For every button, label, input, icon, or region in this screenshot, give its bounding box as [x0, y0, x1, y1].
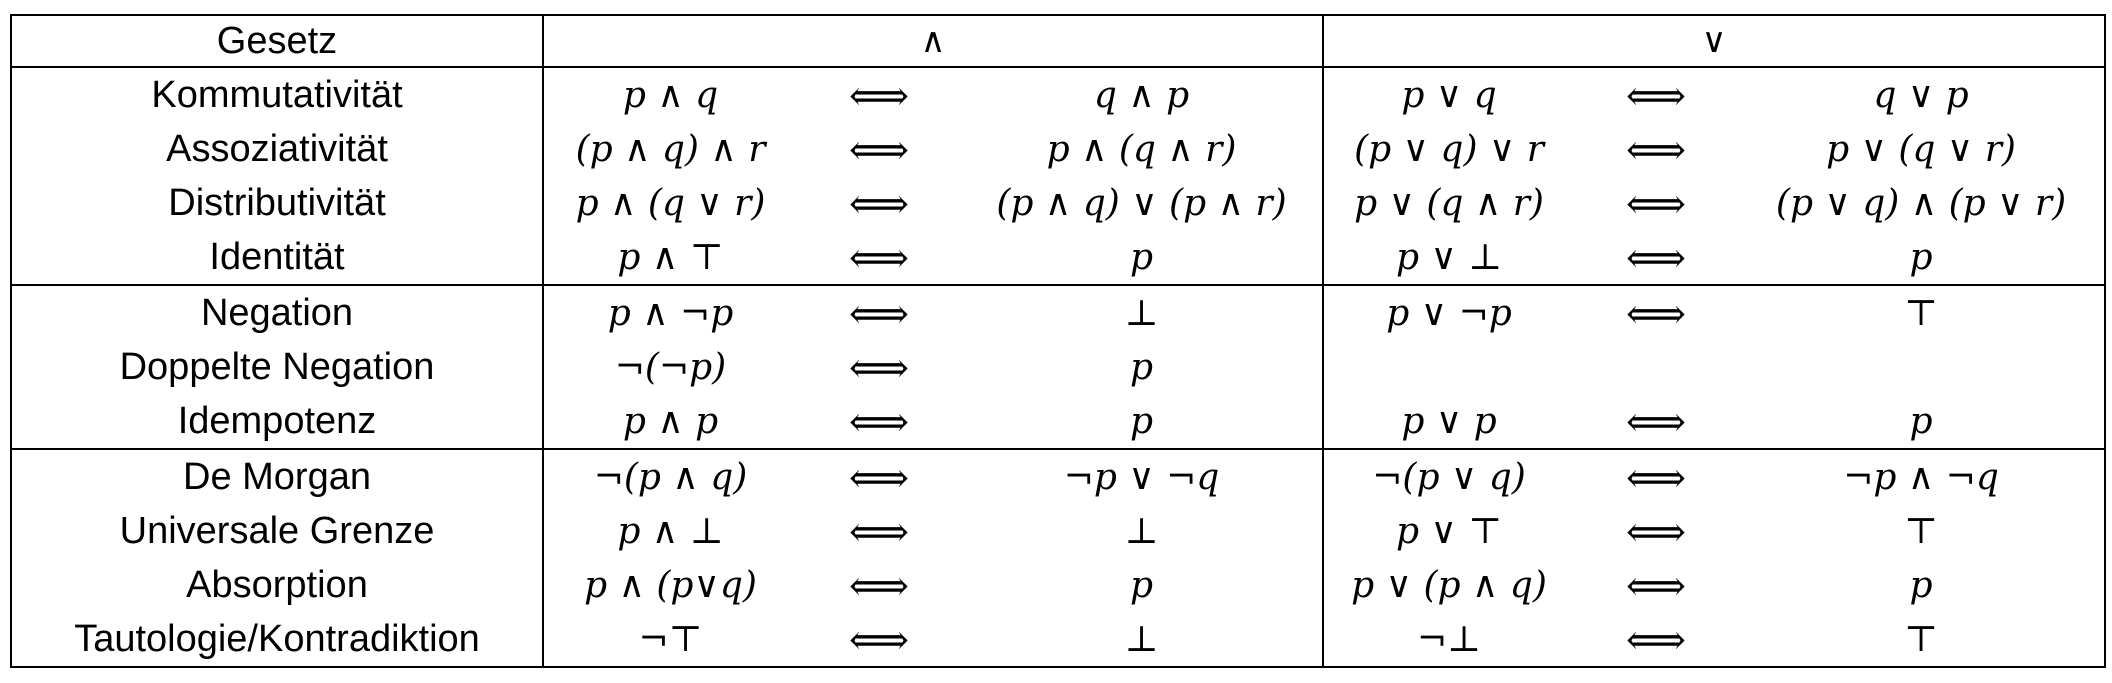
and-lhs: ¬(¬p) — [614, 346, 727, 388]
law-name: De Morgan — [10, 448, 544, 504]
or-rhs: q ∨ p — [1738, 67, 2107, 122]
or-lhs: ¬⊥ — [1323, 612, 1575, 668]
law-name: Kommutativität — [10, 67, 544, 122]
and-equivalence: ⟺ — [848, 506, 910, 556]
and-equivalence: ⟺ — [848, 70, 910, 120]
or-equivalence: ⟺ — [1625, 232, 1687, 282]
law-name: Absorption — [10, 558, 544, 612]
and-equivalence: ⟺ — [797, 612, 961, 668]
and-equivalence: ⟺ — [848, 232, 910, 282]
or-equivalence: ⟺ — [1574, 284, 1739, 340]
table-row: Identität p ∧ ⊤ ⟺ p p ∨ ⊥ ⟺ p — [10, 230, 2107, 285]
table-row: Idempotenz p ∧ p ⟺ p p ∨ p ⟺ p — [10, 394, 2107, 449]
or-lhs: (p ∨ q) ∨ r — [1354, 128, 1544, 170]
law-name: Distributivität — [10, 176, 544, 230]
or-rhs: p ∨ (q ∨ r) — [1738, 122, 2107, 176]
law-name: Doppelte Negation — [10, 340, 544, 394]
and-rhs: q ∧ p — [961, 67, 1325, 122]
or-lhs: p ∨ ⊥ — [1395, 236, 1503, 278]
header-law: Gesetz — [10, 14, 544, 68]
table-row: Absorption p ∧ (p∨q) ⟺ p p ∨ (p ∧ q) ⟺ p — [10, 558, 2107, 612]
law-name: Identität — [10, 230, 544, 285]
law-name: Assoziativität — [10, 122, 544, 176]
or-equivalence: ⟺ — [1625, 560, 1687, 610]
and-lhs: p ∧ (q ∨ r) — [575, 182, 766, 224]
and-lhs: p ∧ ¬p — [543, 284, 797, 340]
or-equivalence — [1574, 340, 1738, 394]
and-rhs: p — [961, 558, 1325, 612]
and-lhs: p ∧ q — [622, 74, 719, 116]
table-header-row: Gesetz ∧ ∨ — [10, 14, 2107, 68]
and-equivalence: ⟺ — [848, 178, 910, 228]
or-lhs: p ∨ ¬p — [1323, 284, 1575, 340]
header-or: ∨ — [1323, 14, 2107, 68]
and-rhs: p ∧ (q ∧ r) — [961, 122, 1325, 176]
and-rhs: ⊥ — [961, 284, 1325, 340]
and-rhs: ⊥ — [961, 612, 1325, 668]
and-rhs: p — [961, 340, 1325, 394]
and-lhs: p ∧ ⊤ — [617, 236, 724, 278]
table-row: Distributivität p ∧ (q ∨ r) ⟺ (p ∧ q) ∨ (p … — [10, 176, 2107, 230]
table-row: Kommutativität p ∧ q ⟺ q ∧ p p ∨ q ⟺ q ∨ p — [10, 67, 2107, 122]
or-rhs: p — [1738, 394, 2107, 449]
or-lhs — [1323, 340, 1574, 394]
header-and: ∧ — [543, 14, 1325, 68]
and-equivalence: ⟺ — [848, 396, 910, 446]
or-equivalence: ⟺ — [1625, 70, 1687, 120]
and-rhs: ⊥ — [961, 504, 1325, 558]
or-rhs: ⊤ — [1738, 284, 2107, 340]
or-equivalence: ⟺ — [1625, 396, 1687, 446]
or-equivalence: ⟺ — [1625, 124, 1687, 174]
or-rhs: ⊤ — [1738, 504, 2107, 558]
or-equivalence: ⟺ — [1625, 506, 1687, 556]
law-name: Universale Grenze — [10, 504, 544, 558]
or-lhs: ¬(p ∨ q) — [1323, 448, 1575, 504]
and-equivalence: ⟺ — [797, 448, 961, 504]
and-lhs: p ∧ ⊥ — [617, 510, 724, 552]
table-row: Doppelte Negation ¬(¬p) ⟺ p — [10, 340, 2107, 394]
law-name: Tautologie/Kontradiktion — [10, 612, 544, 668]
or-lhs: p ∨ p — [1401, 400, 1497, 442]
or-lhs: p ∨ ⊤ — [1395, 510, 1503, 552]
table-row: Universale Grenze p ∧ ⊥ ⟺ ⊥ p ∨ ⊤ ⟺ ⊤ — [10, 504, 2107, 558]
and-equivalence: ⟺ — [848, 560, 910, 610]
or-lhs: p ∨ q — [1401, 74, 1497, 116]
law-name: Negation — [10, 284, 544, 340]
or-rhs: ⊤ — [1738, 612, 2107, 668]
or-lhs: p ∨ (p ∧ q) — [1351, 564, 1547, 606]
and-equivalence: ⟺ — [797, 284, 961, 340]
logic-laws-table: Gesetz ∧ ∨ Kommutativität p ∧ q ⟺ q ∧ p p ∨ … — [10, 14, 2107, 668]
and-lhs: ¬⊤ — [543, 612, 797, 668]
or-equivalence: ⟺ — [1625, 178, 1687, 228]
and-rhs: ¬p ∨ ¬q — [961, 448, 1325, 504]
and-rhs: p — [961, 230, 1325, 285]
or-equivalence: ⟺ — [1574, 612, 1739, 668]
and-equivalence: ⟺ — [848, 342, 910, 392]
and-equivalence: ⟺ — [848, 124, 910, 174]
and-rhs: p — [961, 394, 1325, 449]
or-rhs: ¬p ∧ ¬q — [1738, 448, 2107, 504]
or-rhs — [1738, 340, 2107, 394]
table-row: Tautologie/Kontradiktion¬⊤⟺⊥¬⊥⟺⊤ — [10, 612, 2107, 668]
and-lhs: p ∧ (p∨q) — [584, 564, 757, 606]
or-lhs: p ∨ (q ∧ r) — [1354, 182, 1544, 224]
and-lhs: p ∧ p — [622, 400, 719, 442]
law-name: Idempotenz — [10, 394, 544, 449]
table-row: Assoziativität (p ∧ q) ∧ r ⟺ p ∧ (q ∧ r) (p … — [10, 122, 2107, 176]
or-rhs: p — [1738, 230, 2107, 285]
or-rhs: (p ∨ q) ∧ (p ∨ r) — [1738, 176, 2107, 230]
table-row: De Morgan¬(p ∧ q)⟺¬p ∨ ¬q¬(p ∨ q)⟺¬p ∧ ¬… — [10, 448, 2107, 504]
or-equivalence: ⟺ — [1574, 448, 1739, 504]
and-rhs: (p ∧ q) ∨ (p ∧ r) — [961, 176, 1325, 230]
and-lhs: ¬(p ∧ q) — [543, 448, 797, 504]
or-rhs: p — [1738, 558, 2107, 612]
and-lhs: (p ∧ q) ∧ r — [575, 128, 766, 170]
